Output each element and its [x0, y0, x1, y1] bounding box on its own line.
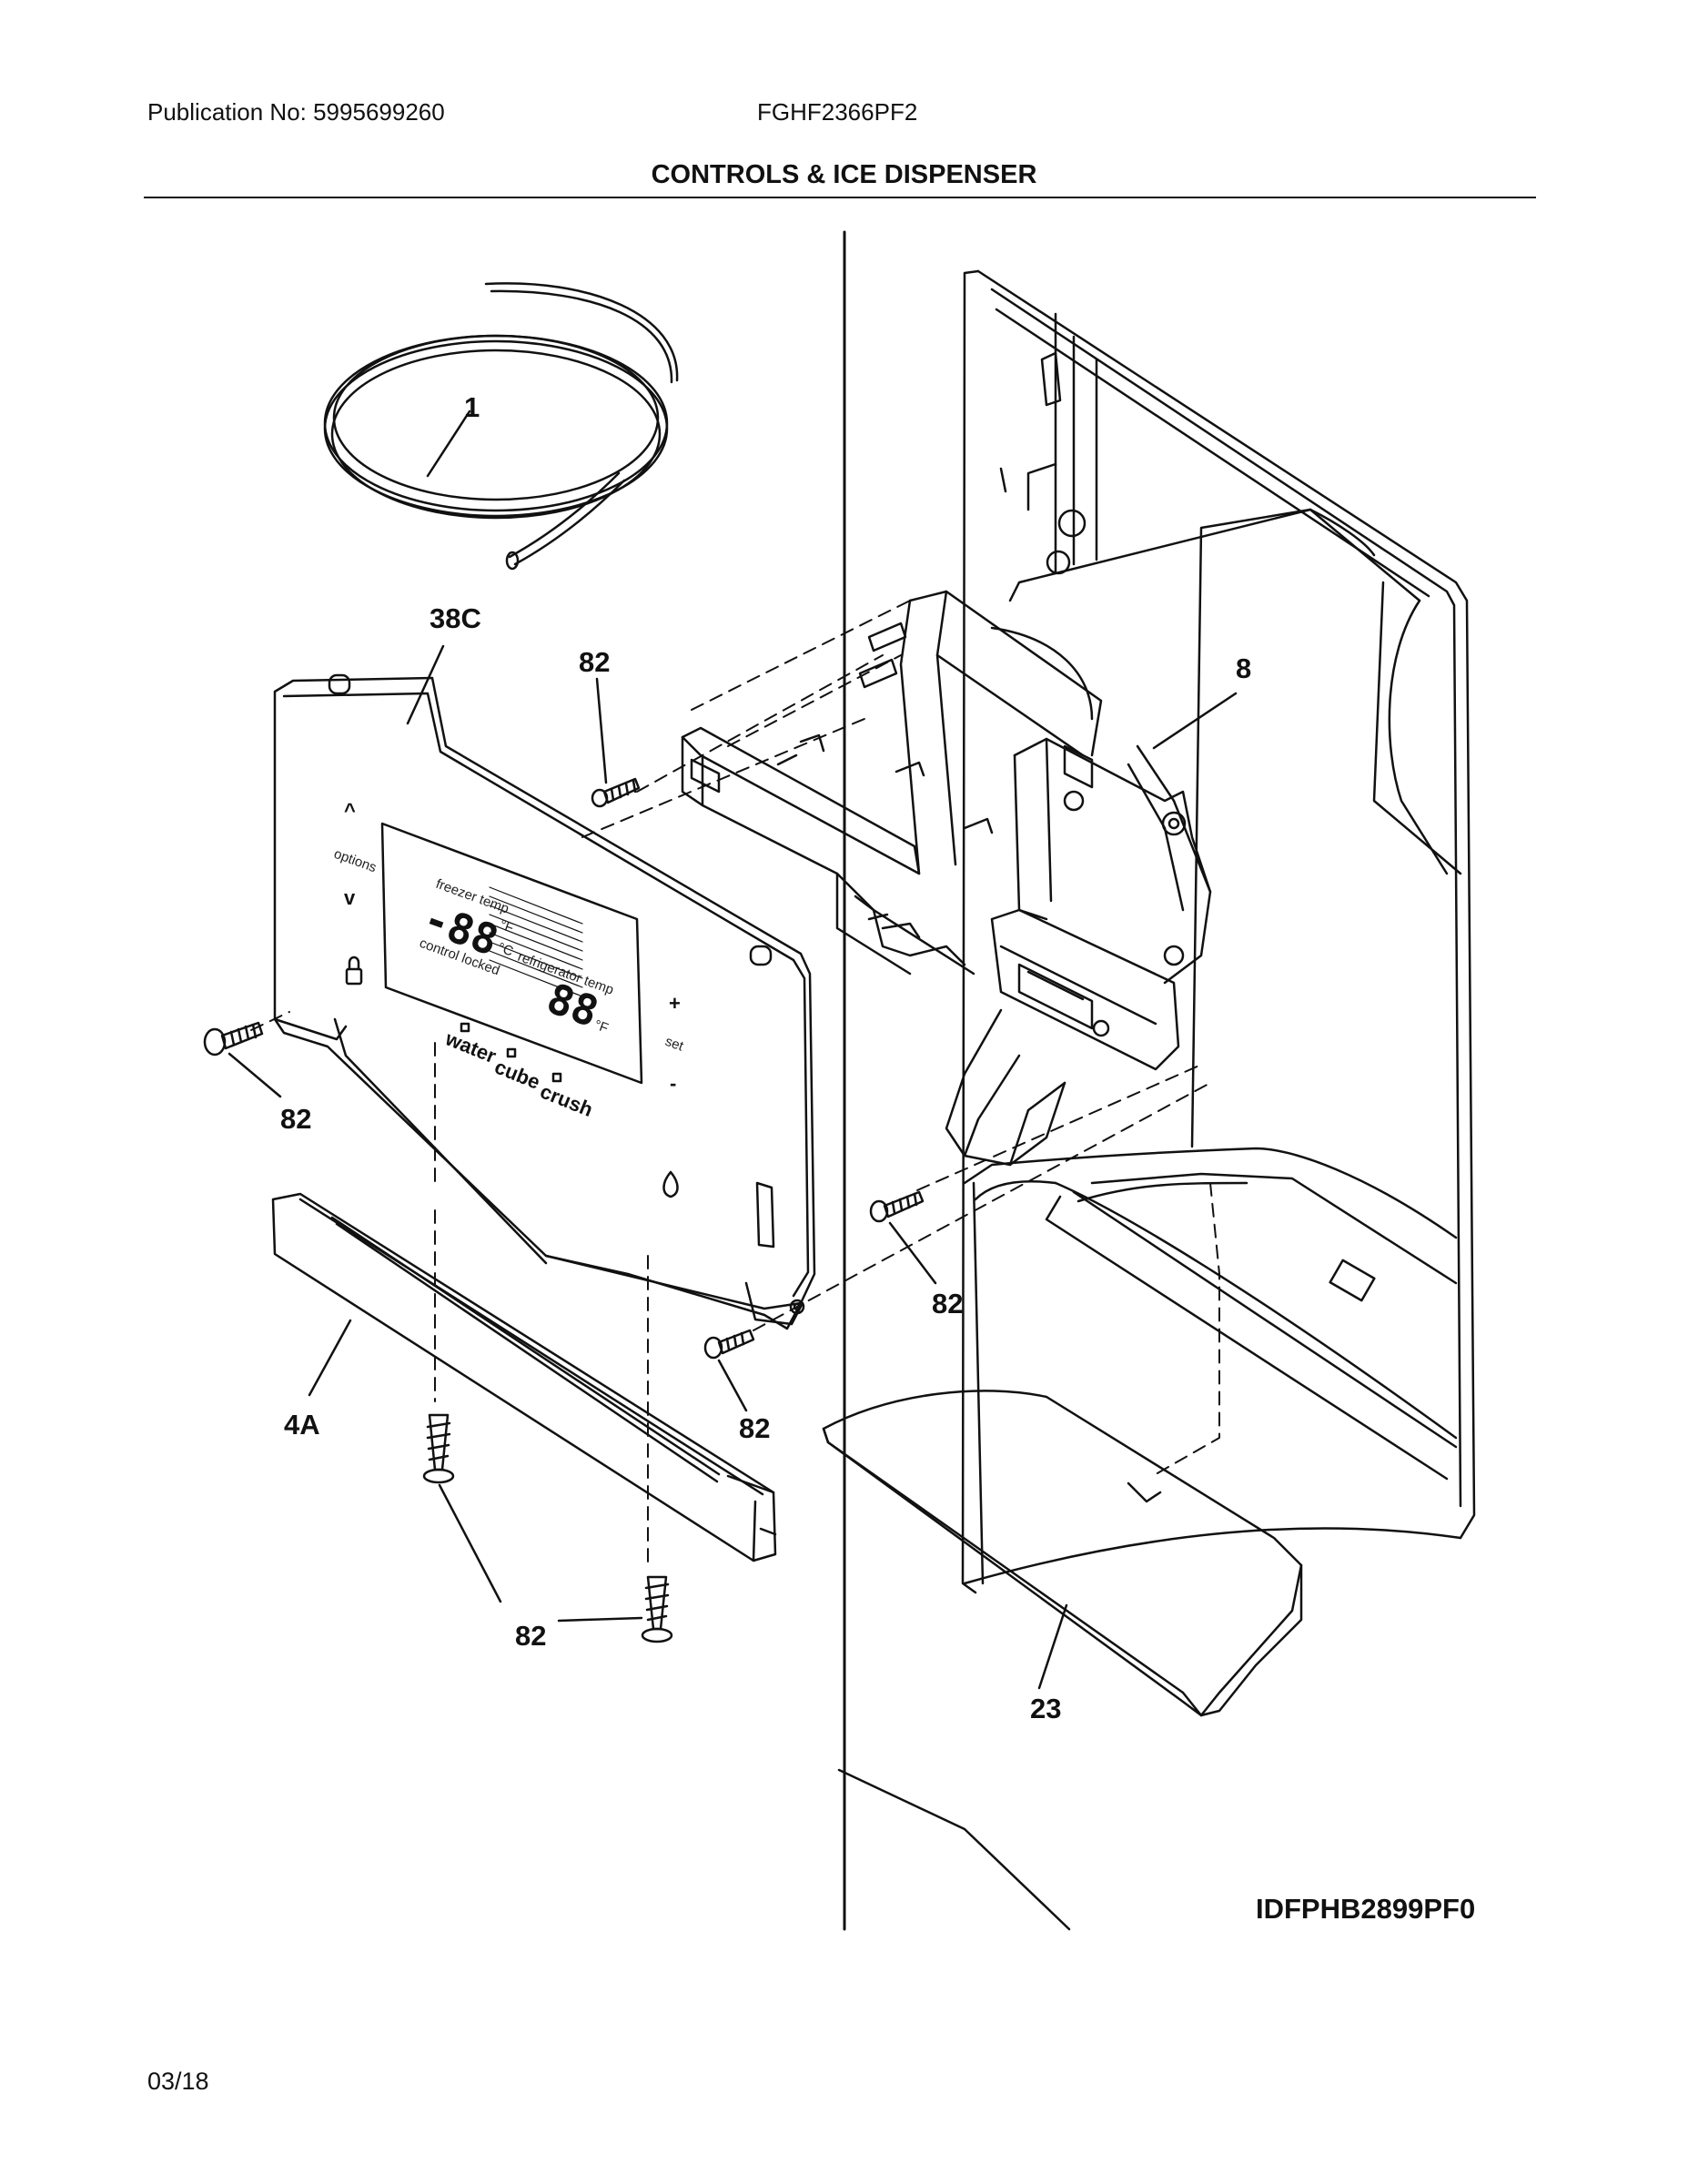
leader-82-f — [557, 1616, 643, 1623]
button-up-label: ^ — [344, 799, 356, 822]
callout-82-a: 82 — [579, 646, 610, 678]
freezer-unit: °F — [498, 917, 516, 936]
refrigerator-unit: °F — [592, 1017, 611, 1036]
callouts: 1 38C 82 8 82 82 82 4A 82 23 — [280, 391, 1251, 1724]
screw-82-a — [591, 777, 641, 808]
tubing-coil — [323, 282, 679, 571]
button-plus-label: + — [669, 992, 681, 1015]
screw-82-f — [641, 1575, 673, 1643]
screw-82-b — [203, 1021, 264, 1057]
leader-82-e — [438, 1483, 502, 1603]
assembly-lines — [250, 600, 1220, 1566]
trim-4a — [271, 1192, 777, 1562]
callout-82-e: 82 — [515, 1620, 546, 1652]
callout-8: 8 — [1236, 652, 1251, 684]
water-button-label: water — [441, 1026, 500, 1067]
publication-number: Publication No: 5995699260 — [147, 98, 445, 126]
callout-82-d: 82 — [739, 1412, 770, 1444]
drip-tray-23 — [822, 1390, 1303, 1717]
leader-82-b — [227, 1052, 282, 1098]
figure-id: IDFPHB2899PF0 — [1256, 1893, 1476, 1925]
control-panel-38c — [273, 673, 816, 1330]
cube-button-label: cube — [491, 1055, 543, 1093]
freezer-unit-c: °C — [496, 940, 516, 960]
leader-4a — [308, 1319, 352, 1397]
leader-8 — [1152, 692, 1238, 750]
leader-23 — [1037, 1603, 1068, 1690]
screw-82-d — [703, 1329, 755, 1360]
callout-38c: 38C — [430, 602, 481, 634]
leader-82-c — [888, 1221, 937, 1285]
screw-82-c — [869, 1190, 925, 1223]
header-rule — [144, 197, 1536, 198]
button-set-label: set — [663, 1034, 686, 1055]
callout-23: 23 — [1030, 1693, 1061, 1724]
leader-38c — [406, 644, 445, 725]
leader-82-d — [717, 1359, 748, 1412]
callout-82-c: 82 — [932, 1288, 963, 1320]
button-minus-label: - — [670, 1072, 676, 1095]
callout-4a: 4A — [284, 1409, 320, 1441]
footer-date: 03/18 — [147, 2068, 209, 2095]
callout-82-b: 82 — [280, 1103, 311, 1135]
dispenser-module-8 — [681, 590, 1212, 1167]
door-cavity — [837, 230, 1476, 1931]
leader-1 — [426, 410, 471, 478]
callout-1: 1 — [464, 391, 480, 423]
page-title: CONTROLS & ICE DISPENSER — [651, 160, 1037, 189]
model-number: FGHF2366PF2 — [757, 98, 918, 126]
button-options-label: options — [332, 846, 379, 876]
leader-82-a — [595, 677, 608, 784]
crush-button-label: crush — [537, 1079, 596, 1121]
screw-82-e — [422, 1413, 455, 1484]
button-down-label: v — [344, 886, 356, 909]
